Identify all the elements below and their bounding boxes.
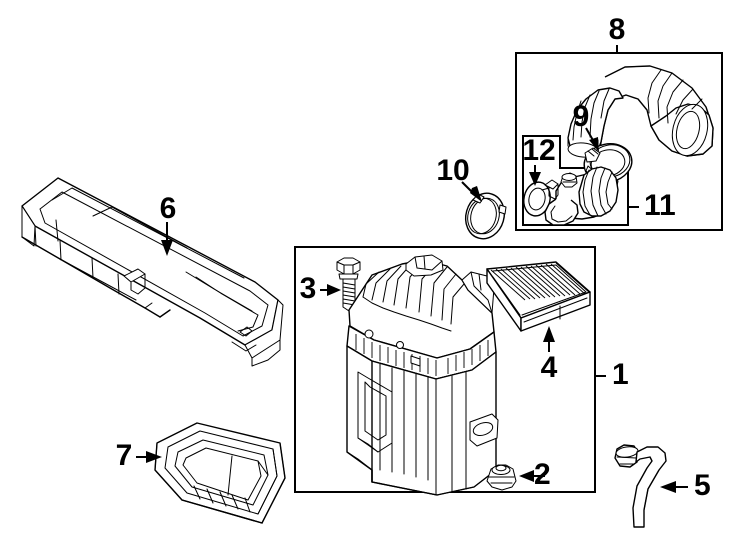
callout-9-group: 9 bbox=[573, 100, 599, 152]
callout-1-group: 1 bbox=[595, 358, 629, 391]
callout-4-arrow-icon bbox=[543, 326, 555, 342]
callout-2-group: 2 bbox=[519, 458, 551, 491]
callout-label-11: 11 bbox=[644, 189, 676, 222]
callout-label-12: 12 bbox=[522, 134, 555, 167]
part-air-filter-element bbox=[486, 261, 591, 332]
callout-label-4: 4 bbox=[541, 351, 558, 384]
callout-label-6: 6 bbox=[160, 192, 177, 225]
callout-10-arrow-icon bbox=[470, 186, 482, 202]
callout-2-arrow-icon bbox=[519, 470, 534, 482]
callout-6-group: 6 bbox=[160, 192, 177, 256]
part-mounting-bolt bbox=[336, 257, 361, 312]
part-breather-hose bbox=[614, 444, 667, 528]
callout-label-3: 3 bbox=[300, 272, 317, 305]
part-air-cleaner-housing bbox=[346, 254, 499, 496]
callout-7-arrow-icon bbox=[146, 451, 162, 463]
callout-7-group: 7 bbox=[116, 439, 162, 472]
callout-3-arrow-icon bbox=[327, 284, 341, 296]
callout-label-1: 1 bbox=[612, 358, 629, 391]
callout-12-arrow-icon bbox=[529, 172, 541, 186]
callout-label-10: 10 bbox=[436, 154, 469, 187]
part-intake-seal-ring bbox=[464, 192, 507, 240]
part-upper-air-inlet-duct bbox=[21, 177, 284, 367]
callout-label-8: 8 bbox=[609, 13, 626, 46]
callout-label-7: 7 bbox=[116, 439, 133, 472]
callout-label-5: 5 bbox=[694, 469, 711, 502]
callout-label-9: 9 bbox=[573, 100, 590, 133]
callout-5-arrow-icon bbox=[660, 481, 676, 493]
callout-6-arrow-icon bbox=[161, 240, 173, 256]
callout-label-2: 2 bbox=[534, 458, 551, 491]
callout-10-group: 10 bbox=[436, 154, 482, 202]
callout-5-group: 5 bbox=[660, 469, 711, 502]
callout-12-group: 12 bbox=[522, 134, 556, 186]
callout-3-group: 3 bbox=[300, 272, 341, 305]
callout-4-group: 4 bbox=[541, 326, 558, 384]
part-lower-air-inlet-duct bbox=[154, 422, 286, 524]
callout-11-group: 11 bbox=[628, 189, 676, 222]
group-box-outlet-tube bbox=[515, 52, 723, 231]
part-air-inlet-tube bbox=[541, 166, 619, 226]
part-air-outlet-tube bbox=[567, 65, 714, 158]
part-o-ring-seal bbox=[523, 181, 551, 217]
part-mounting-grommet-nut bbox=[486, 464, 517, 491]
callout-9-arrow-icon bbox=[589, 137, 599, 152]
callout-8-group: 8 bbox=[609, 13, 626, 53]
